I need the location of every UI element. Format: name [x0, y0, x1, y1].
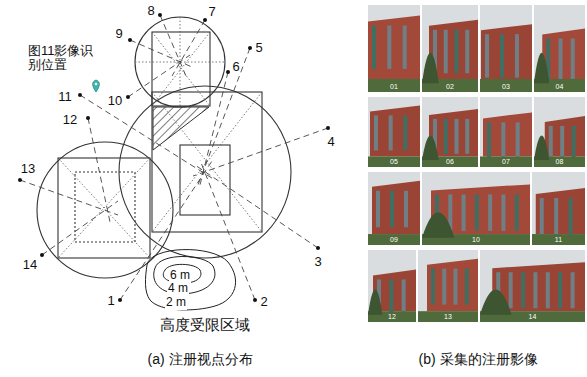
photo-tile: 08	[534, 97, 585, 167]
photo-number: 01	[390, 83, 398, 90]
contour-height: 2 m	[165, 296, 187, 309]
photo-tile: 09	[368, 172, 420, 245]
photo-tile: 06	[422, 97, 478, 167]
photo-number: 04	[556, 83, 564, 90]
photo-image	[532, 172, 585, 245]
photo-image	[534, 97, 585, 167]
photo-image	[480, 5, 532, 92]
photo-number: 11	[555, 236, 562, 243]
sight-lines	[20, 15, 328, 300]
photo-image	[480, 250, 585, 322]
photo-number: 09	[390, 236, 398, 243]
photo-image	[422, 97, 478, 167]
photo-tile: 12	[368, 250, 416, 322]
photo-image	[534, 5, 585, 92]
viewpoint-number: 12	[63, 113, 77, 127]
location-pin-dot	[95, 83, 98, 86]
photo-image	[368, 5, 420, 92]
photo-image	[418, 250, 478, 322]
viewpoint-number: 4	[327, 135, 334, 149]
viewpoint-number: 9	[115, 27, 122, 41]
photo-number: 07	[502, 158, 510, 165]
building-outline	[58, 158, 150, 258]
photo-number: 10	[472, 236, 480, 243]
photo-image	[368, 250, 416, 322]
viewpoint-number: 1	[107, 294, 114, 308]
photo-tile: 14	[480, 250, 585, 322]
photo-tile: 07	[480, 97, 532, 167]
photo-image	[422, 172, 530, 245]
callout-note: 图11影像识别位置	[28, 44, 98, 73]
photo-tile: 05	[368, 97, 420, 167]
photo-tile: 02	[422, 5, 478, 92]
viewpoint-number: 3	[314, 255, 321, 269]
viewpoint-number: 6	[232, 60, 239, 74]
viewpoint-dots	[18, 13, 330, 302]
photo-tile: 11	[532, 172, 585, 245]
viewpoint-number: 14	[23, 258, 37, 272]
viewpoint-number: 7	[208, 5, 215, 19]
region-label: 高度受限区域	[159, 317, 251, 334]
viewpoint-number: 10	[108, 94, 122, 108]
building-outline	[152, 32, 210, 106]
photo-number: 12	[388, 313, 396, 320]
location-pin	[93, 80, 100, 92]
photo-number: 03	[502, 83, 510, 90]
viewpoint-number: 8	[147, 4, 154, 18]
subfigure-caption: (a) 注册视点分布	[148, 352, 253, 367]
photo-image	[422, 5, 478, 92]
viewpoint-number: 5	[255, 41, 262, 55]
photo-tile: 03	[480, 5, 532, 92]
photo-number: 02	[446, 83, 454, 90]
photo-tile: 13	[418, 250, 478, 322]
photo-image	[368, 97, 420, 167]
height-contours	[145, 250, 235, 310]
photo-number: 08	[556, 158, 564, 165]
photo-image	[480, 97, 532, 167]
photo-tile: 01	[368, 5, 420, 92]
photo-image	[368, 172, 420, 245]
viewpoint-number: 13	[21, 162, 35, 176]
photo-number: 05	[390, 158, 398, 165]
photo-tile: 04	[534, 5, 585, 92]
viewpoint-number: 11	[58, 90, 72, 104]
photo-number: 13	[444, 313, 452, 320]
viewpoint-number: 2	[260, 295, 267, 309]
contour-height: 6 m	[169, 269, 191, 282]
subfigure-caption: (b) 采集的注册影像	[419, 352, 538, 367]
photo-number: 14	[529, 313, 537, 320]
photo-tile: 10	[422, 172, 530, 245]
building-outline	[180, 145, 230, 215]
photo-number: 06	[446, 158, 454, 165]
contour-height: 4 m	[167, 282, 189, 295]
